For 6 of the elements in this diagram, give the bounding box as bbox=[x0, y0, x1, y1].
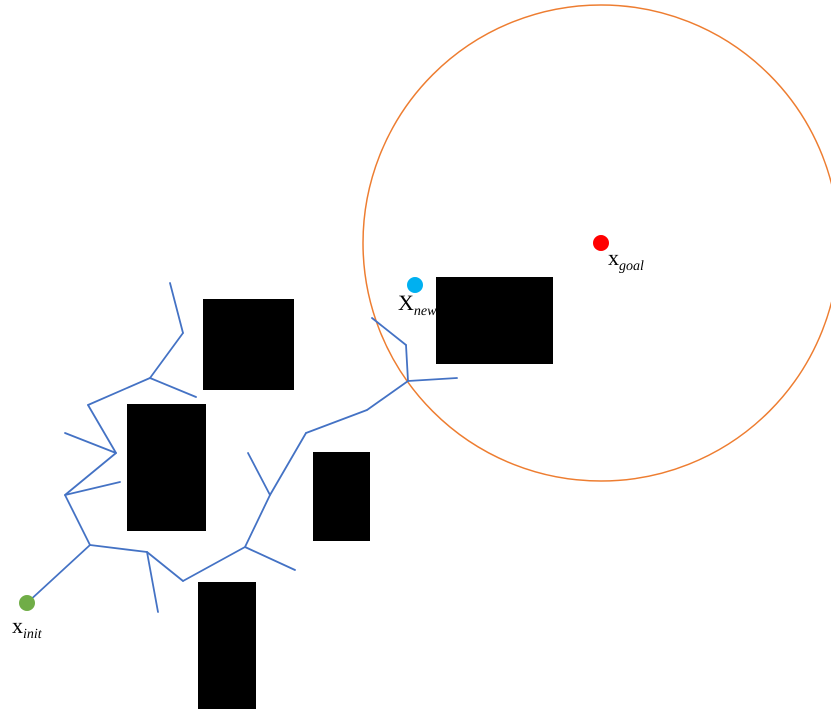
point-label: x$_{goal}$ bbox=[608, 246, 644, 276]
new-point bbox=[407, 277, 423, 293]
start-point bbox=[19, 595, 35, 611]
goal-point bbox=[593, 235, 609, 251]
point-label: X$_{new}$ bbox=[398, 291, 436, 321]
point-label: x$_{init}$ bbox=[12, 614, 42, 644]
